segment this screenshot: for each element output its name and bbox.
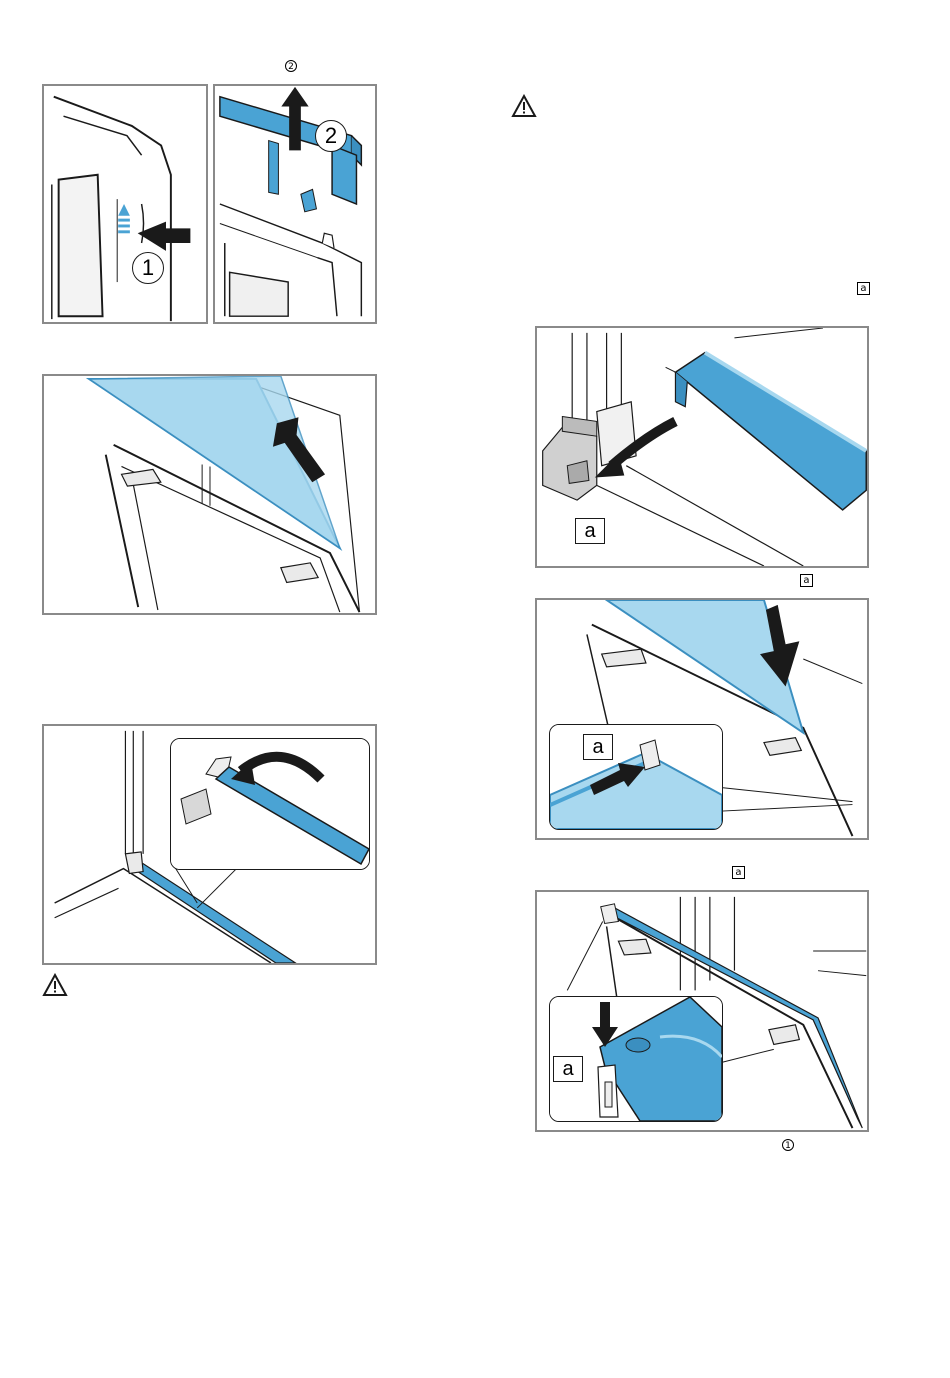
ref-marker-a-text: a [732, 866, 745, 879]
warning-icon [511, 94, 537, 118]
warning-icon [42, 973, 68, 997]
figure-insert-glass-pane-inset [549, 724, 723, 830]
figure-press-release: 1 [42, 84, 208, 324]
figure-step-1-label: 1 [132, 252, 164, 284]
figure-step-2-label: 2 [315, 120, 347, 152]
figure-remove-glass-pane-drawing [44, 376, 375, 613]
step-marker-2-text: 2 [285, 60, 297, 72]
ref-marker-a-text: a [800, 574, 813, 587]
figure-fit-cover: a [535, 890, 869, 1132]
step-marker-1: 1 [782, 1139, 794, 1151]
ref-marker-a: a [800, 574, 813, 587]
figure-label-a: a [553, 1056, 583, 1082]
figure-remove-glass-pane [42, 374, 377, 615]
figure-fold-seal [42, 724, 377, 965]
figure-insert-seal: a [535, 326, 869, 568]
figure-lift-cover-drawing [215, 86, 375, 322]
step-marker-1-text: 1 [782, 1139, 794, 1151]
ref-marker-a-text: a [857, 282, 870, 295]
figure-press-release-drawing [44, 86, 206, 322]
figure-lift-cover: 2 [213, 84, 377, 324]
figure-insert-glass-pane-inset-drawing [550, 725, 722, 829]
ref-marker-a: a [732, 866, 745, 879]
figure-fold-seal-inset-drawing [171, 739, 369, 869]
figure-label-a: a [583, 734, 613, 760]
figure-fold-seal-inset [170, 738, 370, 870]
step-marker-2: 2 [285, 60, 297, 72]
ref-marker-a: a [857, 282, 870, 295]
figure-insert-glass-pane: a [535, 598, 869, 840]
figure-label-a: a [575, 518, 605, 544]
